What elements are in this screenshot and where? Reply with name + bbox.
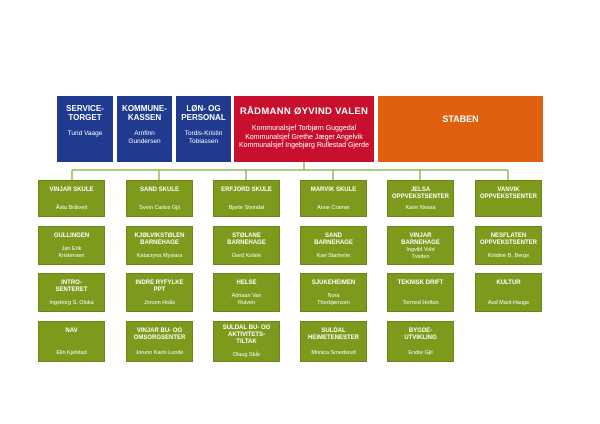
unit-title: VANVIK OPPVEKSTSENTER [479,187,537,200]
unit-title: SERVICE- TORGET [66,104,104,122]
unit-person: Katarzyna Mysiara [136,252,183,259]
unit-gullingen[interactable]: GULLINGEN Jan Erik Kristensen [38,226,105,265]
unit-person: Tormod Hoftun [402,299,439,306]
unit-title: SAND BARNEHAGE [314,233,353,246]
unit-title: KOMMUNE- KASSEN [122,104,167,122]
unit-person: Kari Starheim [316,252,351,259]
unit-person: Turid Vaage [67,130,103,137]
unit-person: Endre Gjil [408,349,433,356]
unit-title: MARVIK SKULE [310,187,357,193]
unit-title: BYGDE- UTVIKLING [404,328,437,341]
unit-nav[interactable]: NAV Elin Kjelstad [38,321,105,362]
unit-person: Jorunn Karin Lunde [135,349,184,356]
unit-person: Karin Nessa [405,204,436,211]
unit-kommunekassen[interactable]: KOMMUNE- KASSEN Arnfinn Gundersen [117,96,172,162]
unit-person: Bjarte Steindal [228,204,265,211]
unit-bygdeutvikling[interactable]: BYGDE- UTVIKLING Endre Gjil [387,321,454,362]
unit-servicetorget[interactable]: SERVICE- TORGET Turid Vaage [57,96,113,162]
unit-jelsa-oppvekstsenter[interactable]: JELSA OPPVEKSTSENTER Karin Nessa [387,180,454,217]
unit-indre-ryfylke-ppt[interactable]: INDRE RYFYLKE PPT Jorunn Hoås [126,273,193,312]
unit-person: Adriaan Van Ruiven [231,293,262,306]
radmann-box[interactable]: RÅDMANN ØYVIND VALEN Kommunalsjef Torbjø… [234,96,374,162]
unit-title: INDRE RYFYLKE PPT [135,280,184,293]
unit-title: VINJAR SKULE [49,187,94,193]
unit-title: TEKNISK DRIFT [397,280,444,286]
unit-person: Svein Carlos Gjil [139,204,180,211]
unit-erfjord-skule[interactable]: ERFJORD SKULE Bjarte Steindal [213,180,280,217]
unit-marvik-skule[interactable]: MARVIK SKULE Anne Cramer [300,180,367,217]
unit-person: Gerd Kolste [231,252,262,259]
unit-person: Anne Cramer [317,204,350,211]
unit-suldal-heimetenester[interactable]: SULDAL HEIMETENESTER Monica Smedsrud [300,321,367,362]
unit-sjukeheimen[interactable]: SJUKEHEIMEN Nora Thorbjørnsen [300,273,367,312]
unit-nesflaten-oppvekstsenter[interactable]: NESFLATEN OPPVEKSTSENTER Kristine B. Ber… [475,226,542,265]
unit-person: Aud Marit Hauge [487,299,530,306]
unit-person: Nora Thorbjørnsen [317,293,350,306]
kommunalsjef-line: Kommunalsjef Torbjørn Guggedal [251,125,357,132]
unit-title: SULDAL HEIMETENESTER [307,328,359,341]
kommunalsjef-line: Kommunalsjef Ingebjørg Rullestad Gjerde [239,142,369,149]
unit-person: Tordis-Kristin Tobiassen [184,130,223,145]
unit-sand-barnehage[interactable]: SAND BARNEHAGE Kari Starheim [300,226,367,265]
unit-teknisk-drift[interactable]: TEKNISK DRIFT Tormod Hoftun [387,273,454,312]
radmann-title: RÅDMANN ØYVIND VALEN [239,106,369,117]
unit-title: JELSA OPPVEKSTSENTER [391,187,449,200]
unit-title: KJØLVIKSTØLEN BARNEHAGE [134,233,185,246]
unit-person: Jorunn Hoås [143,299,176,306]
unit-introsenteret[interactable]: INTRO- SENTERET Ingeborg S. Oluka [38,273,105,312]
unit-title: INTRO- SENTERET [55,280,88,293]
unit-title: VINJAR BARNEHAGE [401,233,440,246]
staben-title: STABEN [442,114,479,124]
unit-title: VINJAR BU- OG OMSORGSENTER [133,328,186,341]
unit-title: HELSE [236,280,257,286]
unit-title: GULLINGEN [53,233,90,239]
kommunalsjef-line: Kommunalsjef Grethe Jæger Angelvik [245,133,363,141]
unit-person: Åsta Bråtveit [55,204,88,211]
unit-title: NAV [65,328,78,334]
unit-person: Monica Smedsrud [311,349,356,356]
unit-person: Kristine B. Berge [487,252,530,259]
unit-kjolvikstolen-barnehage[interactable]: KJØLVIKSTØLEN BARNEHAGE Katarzyna Mysiar… [126,226,193,265]
unit-vinjar-skule[interactable]: VINJAR SKULE Åsta Bråtveit [38,180,105,217]
unit-title: KULTUR [496,280,521,286]
unit-title: NESFLATEN OPPVEKSTSENTER [479,233,537,246]
unit-lon-og-personal[interactable]: LØN- OG PERSONAL Tordis-Kristin Tobiasse… [176,96,231,162]
unit-title: STØLANE BARNEHAGE [227,233,266,246]
unit-person: Ingvild Vold Tveiten [406,247,435,260]
unit-title: SJUKEHEIMEN [311,280,356,286]
unit-kultur[interactable]: KULTUR Aud Marit Hauge [475,273,542,312]
unit-person: Olaug Skår [232,351,261,358]
unit-person: Jan Erik Kristensen [58,246,85,259]
unit-stolane-barnehage[interactable]: STØLANE BARNEHAGE Gerd Kolste [213,226,280,265]
staben-box[interactable]: STABEN [378,96,543,162]
unit-title: ERFJORD SKULE [221,187,272,193]
unit-suldal-bu-og-aktivitetstiltak[interactable]: SULDAL BU- OG AKTIVITETS- TILTAK Olaug S… [213,321,280,362]
unit-vinjar-bu-og-omsorgsenter[interactable]: VINJAR BU- OG OMSORGSENTER Jorunn Karin … [126,321,193,362]
unit-vanvik-oppvekstsenter[interactable]: VANVIK OPPVEKSTSENTER [475,180,542,217]
unit-person: Ingeborg S. Oluka [49,299,94,306]
unit-person: Elin Kjelstad [56,349,87,356]
unit-helse[interactable]: HELSE Adriaan Van Ruiven [213,273,280,312]
unit-title: SAND SKULE [139,187,179,193]
unit-vinjar-barnehage[interactable]: VINJAR BARNEHAGE Ingvild Vold Tveiten [387,226,454,265]
unit-sand-skule[interactable]: SAND SKULE Svein Carlos Gjil [126,180,193,217]
unit-title: LØN- OG PERSONAL [181,104,226,122]
unit-title: SULDAL BU- OG AKTIVITETS- TILTAK [222,325,271,345]
unit-person: Arnfinn Gundersen [128,130,161,145]
